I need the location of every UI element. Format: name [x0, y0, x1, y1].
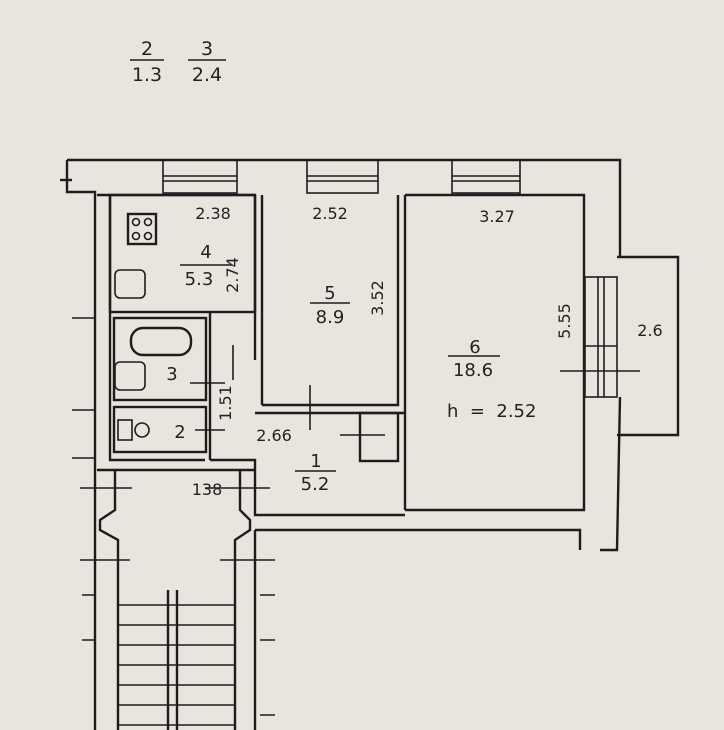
room6-width: 3.27 — [479, 207, 515, 226]
stair-hall-width: 138 — [192, 480, 223, 499]
toilet-number: 2 — [174, 422, 185, 443]
room5-number: 5 — [324, 283, 335, 304]
kitchen-number: 4 — [200, 242, 211, 263]
legend-area-3: 2.4 — [192, 64, 222, 86]
kitchen-length: 2.74 — [223, 257, 242, 293]
hallway-width: 1.51 — [216, 385, 235, 421]
room-labels: 2.38 4 5.3 2.74 2.52 5 8.9 3.52 3.27 6 1… — [166, 204, 662, 499]
balcony — [617, 255, 680, 437]
legend-number-2: 2 — [141, 38, 153, 60]
hallway-number: 1 — [310, 451, 321, 472]
room6-length: 5.55 — [555, 303, 574, 339]
room5-length: 3.52 — [368, 280, 387, 316]
room6-area: 18.6 — [453, 360, 493, 381]
legend: 2 1.3 3 2.4 — [130, 38, 226, 86]
bathroom-number: 3 — [166, 364, 177, 385]
room6-number: 6 — [469, 337, 480, 358]
kitchen-width: 2.38 — [195, 204, 231, 223]
room5-area: 8.9 — [316, 307, 345, 328]
hallway-length: 2.66 — [256, 426, 292, 445]
legend-area-2: 1.3 — [132, 64, 162, 86]
kitchen-area: 5.3 — [185, 269, 214, 290]
legend-number-3: 3 — [201, 38, 213, 60]
walls — [60, 158, 680, 730]
room5-width: 2.52 — [312, 204, 348, 223]
ceiling-height: h = 2.52 — [447, 401, 536, 422]
hallway-area: 5.2 — [301, 474, 330, 495]
balcony-length: 2.6 — [637, 321, 662, 340]
stairs — [118, 604, 235, 726]
